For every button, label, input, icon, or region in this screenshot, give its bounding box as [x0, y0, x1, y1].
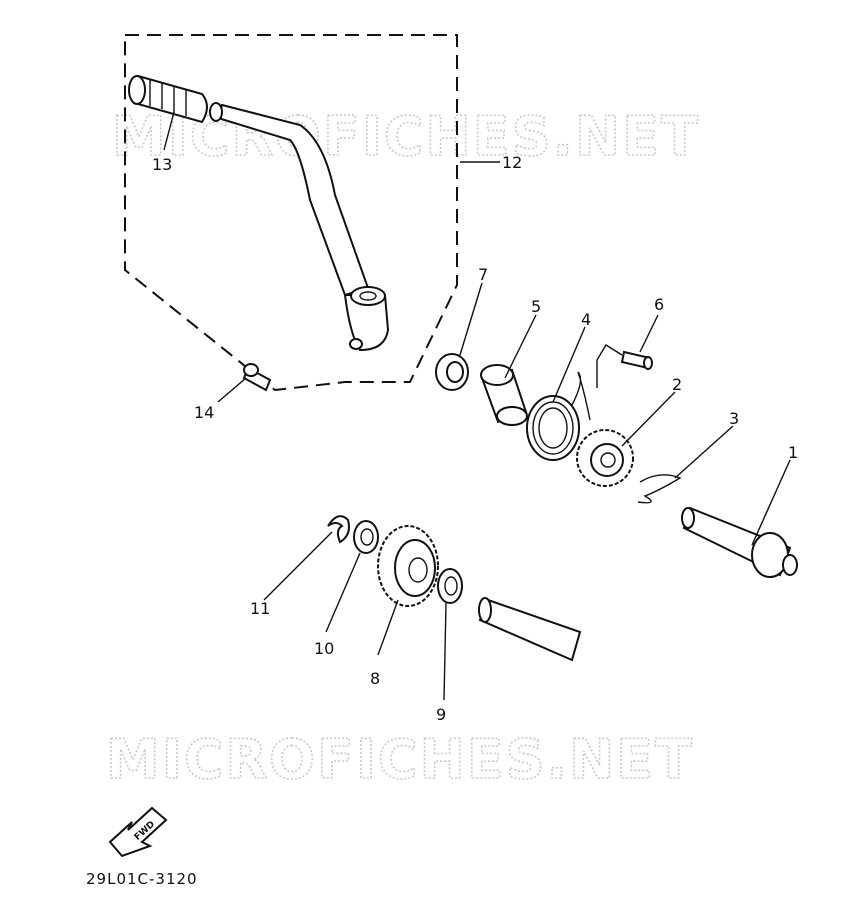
callout-4: 4: [581, 310, 591, 329]
circlip-part: [327, 515, 350, 544]
torsion-spring-part: [526, 371, 591, 461]
washer-10-part: [353, 520, 379, 554]
fwd-arrow: FWD: [108, 806, 168, 858]
spring-guide-part: [480, 364, 528, 426]
kick-crank-lever: [209, 102, 390, 352]
callout-13: 13: [152, 155, 172, 174]
watermark-bottom: MICROFICHES.NET: [106, 728, 694, 791]
callout-3: 3: [729, 409, 739, 428]
callout-1: 1: [788, 443, 798, 462]
bolt-part: [242, 363, 272, 392]
pin-part: [596, 344, 653, 388]
clip-part: [637, 474, 682, 504]
callout-11: 11: [250, 599, 270, 618]
kick-axle-part: [681, 506, 798, 578]
callout-5: 5: [531, 297, 541, 316]
kick-gear-part: [576, 429, 634, 487]
callout-10: 10: [314, 639, 334, 658]
callout-8: 8: [370, 669, 380, 688]
callout-14: 14: [194, 403, 214, 422]
callout-labels: 1 2 3 4 5 6 7 8 9 10 11 12 13 14: [152, 153, 798, 724]
callout-7: 7: [478, 265, 488, 284]
grip-part: [128, 74, 208, 124]
watermark-top: MICROFICHES.NET: [112, 105, 700, 168]
shaft-part: [478, 597, 582, 662]
callout-9: 9: [436, 705, 446, 724]
callout-6: 6: [654, 295, 664, 314]
callout-2: 2: [672, 375, 682, 394]
leader-lines: [163, 111, 791, 701]
diagram-code: 29L01C-3120: [86, 870, 198, 888]
idler-gear-part: [377, 525, 439, 607]
callout-12: 12: [502, 153, 522, 172]
washer-9-part: [437, 568, 463, 604]
oil-seal-part: [435, 353, 469, 391]
